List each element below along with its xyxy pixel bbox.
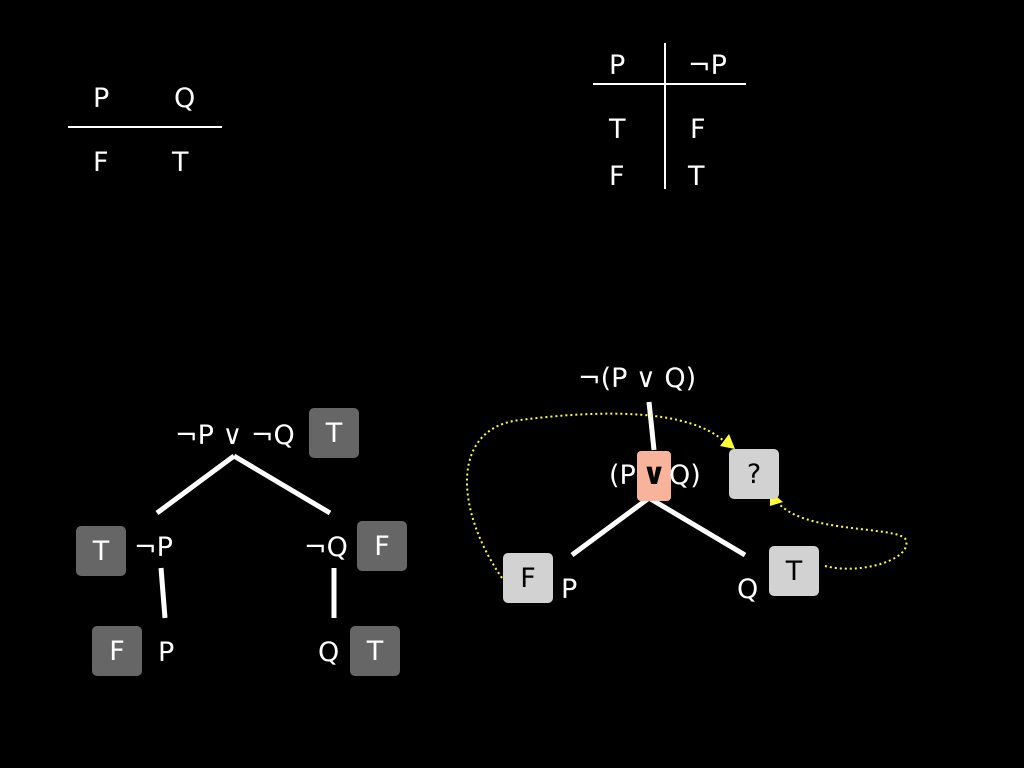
pq-header-p: P: [93, 83, 110, 114]
left-tree-notp-label: ¬P: [134, 532, 173, 563]
notp-row2-notp: T: [688, 161, 705, 192]
notp-row1-notp: F: [690, 114, 706, 145]
notp-row2-p: F: [609, 161, 625, 192]
right-tree-node-right-part: Q): [669, 460, 701, 491]
left-tree-edge-notp-p: [158, 567, 168, 619]
arrow-from-f-head-icon: [720, 434, 735, 449]
unknown-value-box: ?: [729, 449, 779, 499]
notp-header-p: P: [609, 50, 626, 81]
right-tree-edge-left: [570, 495, 651, 558]
left-tree-p-value: F: [92, 626, 142, 676]
left-tree-root-label: ¬P ∨ ¬Q: [175, 420, 295, 451]
right-tree-q-label: Q: [737, 574, 759, 605]
right-tree-root-label: ¬(P ∨ Q): [578, 363, 697, 394]
right-tree-p-value: F: [503, 553, 553, 603]
left-tree-notp-value: T: [76, 526, 126, 576]
right-tree-q-value: T: [769, 546, 819, 596]
left-tree-root-value: T: [309, 408, 359, 458]
left-tree-notq-label: ¬Q: [304, 532, 348, 563]
right-tree-edge-root: [646, 401, 657, 451]
pq-cell-q: T: [172, 147, 189, 178]
or-operator-label: ∨: [641, 457, 667, 492]
right-tree-node-left-part: (P: [609, 460, 636, 491]
left-tree-p-label: P: [158, 637, 175, 668]
notp-row1-p: T: [609, 114, 626, 145]
right-tree-p-label: P: [561, 574, 578, 605]
left-tree-q-label: Q: [318, 637, 340, 668]
arrow-from-f-path: [466, 412, 727, 579]
pq-header-q: Q: [174, 83, 196, 114]
left-tree-notq-value: F: [357, 521, 407, 571]
pq-cell-p: F: [93, 147, 109, 178]
left-tree-q-value: T: [350, 626, 400, 676]
left-tree-edge-left: [155, 453, 236, 516]
left-tree-edge-right: [232, 453, 332, 516]
right-tree-edge-right: [647, 495, 747, 558]
notp-header-notp: ¬P: [688, 50, 727, 81]
operator-highlight[interactable]: ∨: [637, 451, 671, 501]
